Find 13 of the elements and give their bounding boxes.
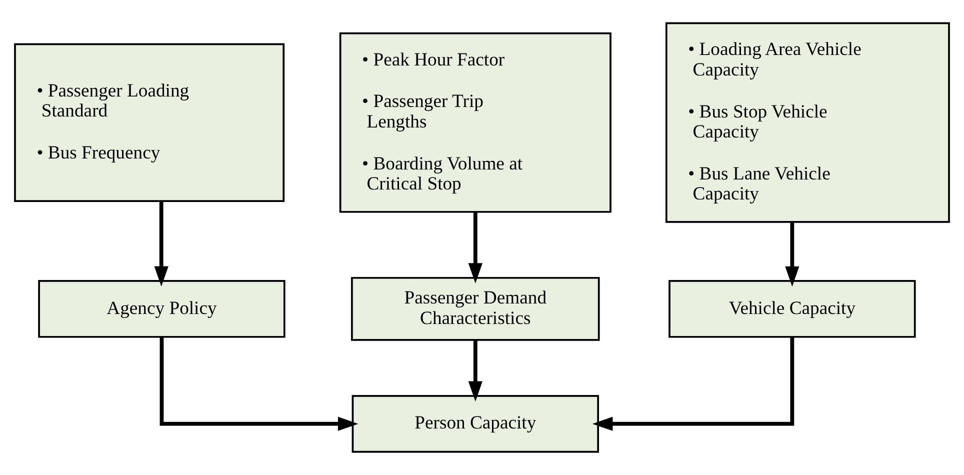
arrow	[154, 201, 168, 286]
node-box: Passenger Demand Characteristics	[351, 276, 600, 341]
node-box: • Loading Area Vehicle Capacity • Bus Stop Vehicle Capacity • Bus Lane Vehicle Capacity	[665, 22, 950, 223]
arrow	[468, 340, 482, 402]
arrow	[785, 222, 800, 287]
arrow	[468, 212, 482, 284]
node-box: • Passenger Loading Standard • Bus Frequency	[14, 43, 285, 202]
node-box: • Peak Hour Factor • Passenger Trip Lengths • Boarding Volume at Critical Stop	[339, 32, 612, 213]
node-box: Agency Policy	[38, 280, 286, 338]
node-box: Person Capacity	[352, 394, 599, 453]
arrow	[160, 337, 358, 431]
arrow	[592, 337, 794, 431]
node-box: Vehicle Capacity	[668, 280, 916, 338]
